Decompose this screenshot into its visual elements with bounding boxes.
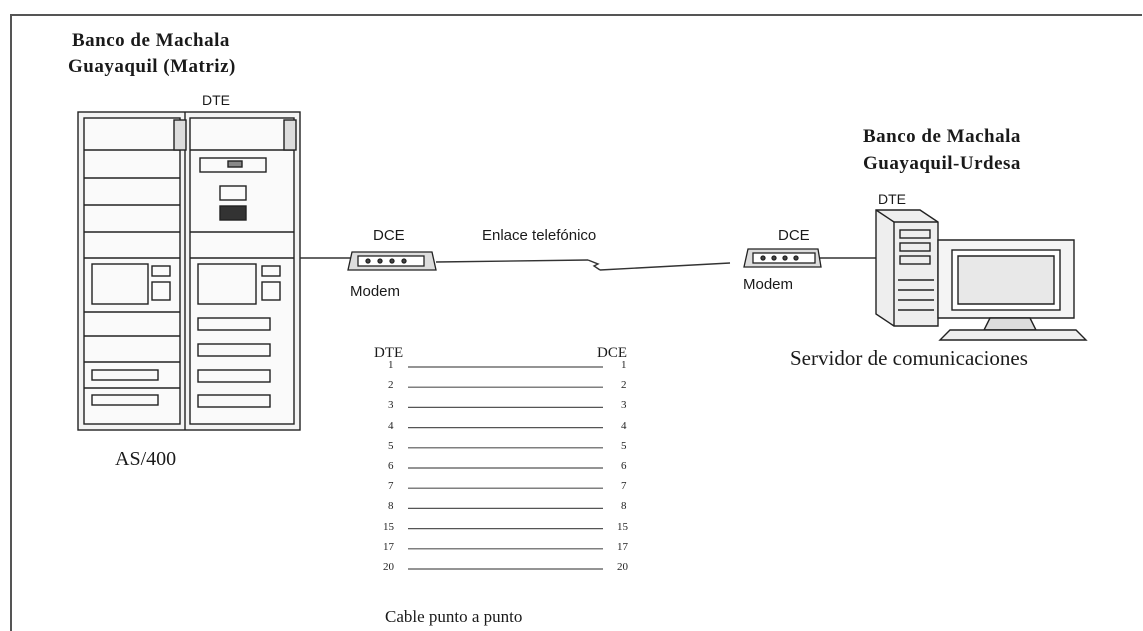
link-wires — [300, 257, 876, 271]
cable-pin-lines — [408, 366, 603, 570]
server-label: Servidor de comunicaciones — [790, 346, 1028, 370]
cable-pin-right-15: 15 — [617, 520, 628, 533]
cable-pin-right-7: 7 — [621, 480, 627, 493]
left-modem-icon — [347, 251, 437, 271]
as400-label: AS/400 — [115, 448, 177, 470]
remote-dte-label: DTE — [878, 191, 906, 207]
remote-site-title-line2: Guayaquil-Urdesa — [863, 153, 1021, 174]
link-label: Enlace telefónico — [482, 227, 597, 244]
cable-caption: Cable punto a punto — [385, 607, 523, 626]
diagram-frame — [10, 14, 1142, 631]
cable-pin-left-8: 8 — [388, 500, 394, 513]
main-site-title-line1: Banco de Machala — [72, 30, 230, 51]
cable-pin-left-7: 7 — [388, 480, 394, 493]
main-site-title-line2: Guayaquil (Matriz) — [68, 56, 236, 77]
cable-pin-right-20: 20 — [617, 561, 628, 573]
cable-pin-left-2: 2 — [388, 379, 394, 392]
right-modem-icon — [743, 248, 822, 268]
cable-pin-right-3: 3 — [621, 399, 627, 412]
remote-site-title-line1: Banco de Machala — [863, 126, 1021, 147]
cable-dce-header: DCE — [597, 345, 627, 361]
server-icon — [875, 209, 1088, 341]
cable-pin-right-5: 5 — [621, 439, 627, 452]
cable-pin-right-4: 4 — [621, 419, 627, 432]
cable-pin-right-17: 17 — [617, 540, 628, 553]
cable-pin-left-5: 5 — [388, 439, 394, 452]
main-dte-label: DTE — [202, 92, 230, 108]
cable-pin-left-1: 1 — [388, 359, 394, 371]
left-dce-label: DCE — [373, 227, 405, 244]
cable-pin-left-3: 3 — [388, 399, 394, 412]
cable-pin-left-4: 4 — [388, 419, 394, 432]
cable-pin-left-6: 6 — [388, 460, 394, 472]
as400-cabinet — [77, 111, 301, 431]
cable-pin-right-6: 6 — [621, 460, 627, 472]
cable-dte-header: DTE — [374, 345, 404, 361]
cable-pin-left-15: 15 — [383, 520, 394, 533]
right-modem-label: Modem — [743, 276, 794, 293]
cable-pin-right-2: 2 — [621, 379, 627, 392]
cable-pin-right-8: 8 — [621, 500, 627, 513]
cable-pin-left-17: 17 — [383, 540, 394, 553]
left-modem-label: Modem — [350, 283, 401, 300]
right-dce-label: DCE — [778, 227, 810, 244]
cable-pin-right-1: 1 — [621, 359, 627, 371]
cable-pin-left-20: 20 — [383, 561, 394, 573]
